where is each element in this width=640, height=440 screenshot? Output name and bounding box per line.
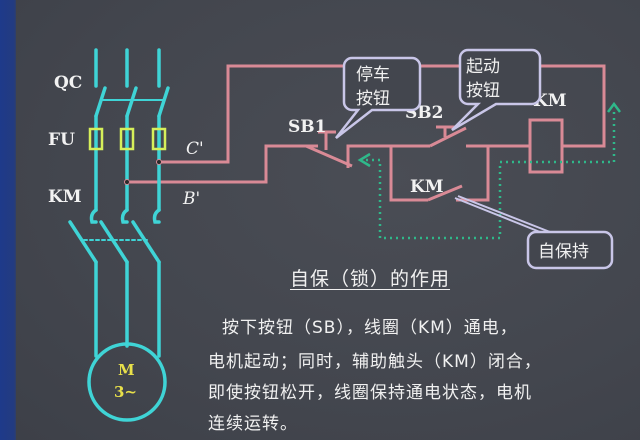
callout-self-hold-bubble xyxy=(526,230,614,270)
callout-self-hold-text: 自保持 xyxy=(538,242,589,262)
control-circuit xyxy=(130,64,606,202)
km-coil xyxy=(528,118,564,174)
self-hold-path-line xyxy=(360,112,616,240)
self-hold-arrow-left xyxy=(357,152,371,168)
qc-blade-b xyxy=(125,86,138,118)
fuse-b xyxy=(119,127,135,151)
explanation-line-1: 按下按钮（SB），线圈（KM）通电， xyxy=(222,318,518,338)
explanation-line-4: 连续运转。 xyxy=(208,414,298,434)
sb1-contact xyxy=(305,144,353,168)
motor-label: M xyxy=(118,361,135,379)
explanation-line-3: 即使按钮松开，线圈保持通电状态，电机 xyxy=(208,383,532,403)
km-main-contact-a xyxy=(89,208,98,224)
self-hold-arrow-up xyxy=(607,101,621,113)
km-blade-b xyxy=(99,220,129,264)
callout-stop-button: 停车 按钮 xyxy=(335,56,422,139)
motor-phase-label: 3~ xyxy=(114,383,137,401)
callout-start-button: 起动 按钮 xyxy=(451,48,542,132)
qc-blade-a xyxy=(94,86,107,118)
junction-c-prime xyxy=(156,159,162,165)
callout-self-hold-pointer-1 xyxy=(454,197,541,233)
km-main-contact-b xyxy=(120,208,129,224)
callout-start-bubble xyxy=(451,48,542,132)
explanation-title: 自保（锁）的作用 xyxy=(290,268,451,290)
label-b-prime: B' xyxy=(182,189,200,209)
wire-aux-right xyxy=(456,146,490,202)
label-km-coil: KM xyxy=(533,91,567,111)
callout-stop-bubble xyxy=(335,56,422,139)
fuse-c xyxy=(151,127,167,151)
label-qc: QC xyxy=(54,73,82,93)
sb2-contact xyxy=(429,126,467,148)
label-fu: FU xyxy=(48,130,75,150)
callout-stop-line1: 停车 xyxy=(356,65,390,85)
km-blade-c xyxy=(131,220,161,264)
fuse-a xyxy=(88,127,104,151)
callout-self-hold-pointer-2 xyxy=(457,195,551,233)
wire-aux-left xyxy=(389,146,428,202)
km-main-contact-c xyxy=(152,208,161,224)
callout-stop-line2: 按钮 xyxy=(356,89,390,109)
label-km-aux: KM xyxy=(410,177,444,197)
wire-b-prime xyxy=(130,144,318,184)
callout-start-line2: 按钮 xyxy=(466,81,500,101)
km-blade-a xyxy=(68,220,98,264)
explanation-line-2: 电机起动；同时，辅助触头（KM）闭合， xyxy=(208,352,542,372)
junction-b-prime xyxy=(124,179,130,185)
qc-blade-c xyxy=(157,86,170,118)
callout-start-line1: 起动 xyxy=(466,57,500,77)
label-sb1: SB1 xyxy=(288,117,326,137)
km-aux-contact xyxy=(427,184,463,202)
self-hold-path xyxy=(357,101,621,240)
fuses xyxy=(88,127,167,151)
wire-sb1-sb2 xyxy=(346,144,430,166)
label-km-power: KM xyxy=(48,187,82,207)
callout-self-hold: 自保持 xyxy=(454,195,614,270)
motor-symbol xyxy=(87,342,167,422)
label-c-prime: C' xyxy=(186,139,204,159)
